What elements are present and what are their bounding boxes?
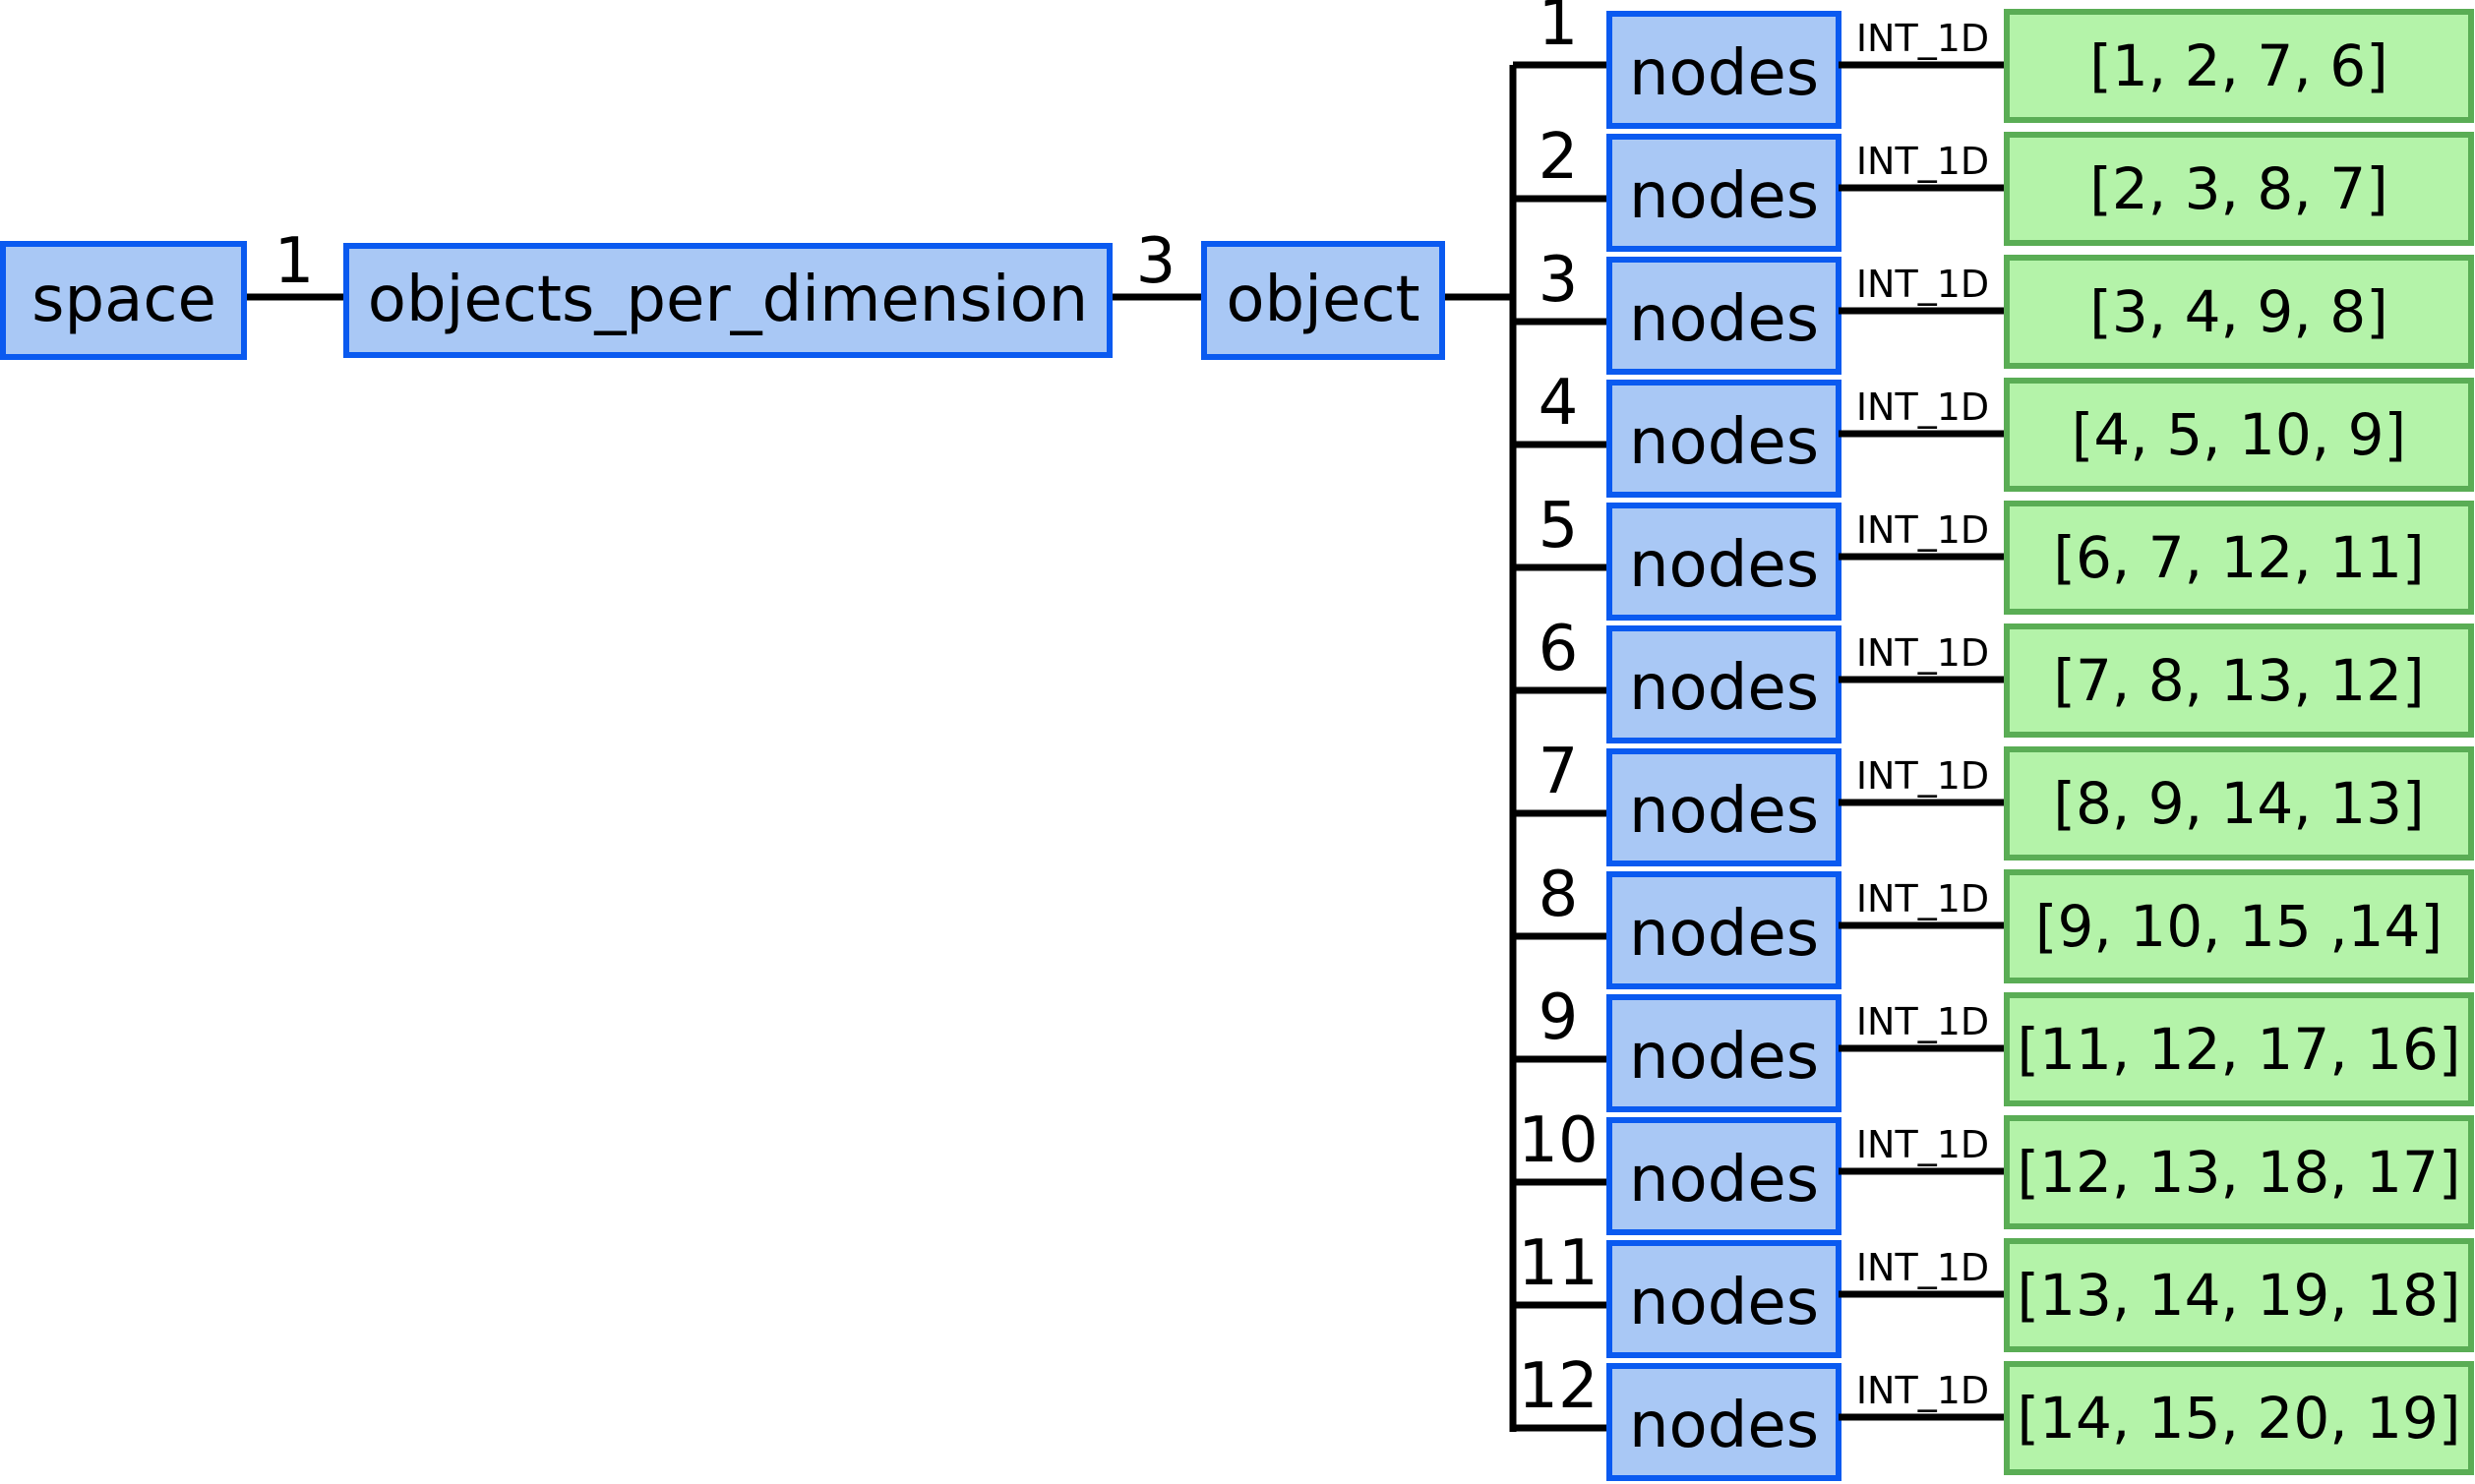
nodes-box xyxy=(1606,11,1841,129)
nodes-label: nodes xyxy=(1629,775,1819,848)
nodes-box xyxy=(1606,134,1841,252)
nodes-label: nodes xyxy=(1629,1021,1819,1094)
value-box xyxy=(2004,255,2474,369)
nodes-row: 7 nodes INT_1D [8, 9, 14, 13] xyxy=(1513,736,2474,866)
value-box xyxy=(2004,1361,2474,1475)
value-label: [9, 10, 15 ,14] xyxy=(2035,893,2443,960)
object-node: object xyxy=(1201,241,1445,360)
branch-index-label: 12 xyxy=(1518,1350,1598,1423)
value-box xyxy=(2004,623,2474,738)
nodes-box xyxy=(1606,994,1841,1112)
value-box xyxy=(2004,9,2474,123)
value-label: [11, 12, 17, 16] xyxy=(2017,1016,2460,1083)
nodes-row: 2 nodes INT_1D [2, 3, 8, 7] xyxy=(1513,121,2474,252)
type-label: INT_1D xyxy=(1856,1246,1989,1289)
nodes-label: nodes xyxy=(1629,1267,1819,1339)
nodes-box xyxy=(1606,748,1841,866)
edge-label-opd: 1 xyxy=(274,225,315,298)
edge-label-object: 3 xyxy=(1136,225,1177,298)
nodes-row: 8 nodes INT_1D [9, 10, 15 ,14] xyxy=(1513,859,2474,989)
nodes-row: 5 nodes INT_1D [6, 7, 12, 11] xyxy=(1513,490,2474,621)
nodes-box xyxy=(1606,257,1841,375)
type-label: INT_1D xyxy=(1856,754,1989,798)
nodes-row: 12 nodes INT_1D [14, 15, 20, 19] xyxy=(1513,1350,2474,1481)
value-label: [8, 9, 14, 13] xyxy=(2053,770,2424,837)
nodes-label: nodes xyxy=(1629,898,1819,971)
nodes-box xyxy=(1606,871,1841,989)
branch-index-label: 11 xyxy=(1518,1227,1598,1300)
nodes-box xyxy=(1606,503,1841,621)
branch-index-label: 1 xyxy=(1539,0,1579,60)
nodes-row: 1 nodes INT_1D [1, 2, 7, 6] xyxy=(1513,0,2474,129)
value-box xyxy=(2004,1115,2474,1229)
branch-index-label: 5 xyxy=(1539,490,1579,563)
nodes-box xyxy=(1606,625,1841,743)
type-label: INT_1D xyxy=(1856,631,1989,675)
branch-index-label: 6 xyxy=(1539,613,1579,685)
value-label: [4, 5, 10, 9] xyxy=(2072,401,2406,468)
type-label: INT_1D xyxy=(1856,877,1989,920)
branch-index-label: 3 xyxy=(1539,244,1579,317)
branch-index-label: 7 xyxy=(1539,736,1579,808)
type-label: INT_1D xyxy=(1856,386,1989,429)
type-label: INT_1D xyxy=(1856,140,1989,183)
value-label: [6, 7, 12, 11] xyxy=(2053,524,2424,591)
nodes-box xyxy=(1606,1117,1841,1235)
branch-index-label: 9 xyxy=(1539,981,1579,1054)
value-box xyxy=(2004,992,2474,1106)
nodes-label: nodes xyxy=(1629,406,1819,479)
branch-index-label: 2 xyxy=(1539,121,1579,194)
value-box xyxy=(2004,378,2474,492)
value-label: [2, 3, 8, 7] xyxy=(2089,155,2387,222)
branch-index-label: 10 xyxy=(1518,1104,1598,1177)
nodes-label: nodes xyxy=(1629,160,1819,233)
value-label: [13, 14, 19, 18] xyxy=(2017,1262,2460,1329)
value-box xyxy=(2004,132,2474,246)
type-label: INT_1D xyxy=(1856,1000,1989,1043)
nodes-label: nodes xyxy=(1629,283,1819,356)
object-label: object xyxy=(1226,264,1419,336)
nodes-row: 6 nodes INT_1D [7, 8, 13, 12] xyxy=(1513,613,2474,743)
space-label: space xyxy=(31,264,216,336)
branch-index-label: 4 xyxy=(1539,367,1579,440)
type-label: INT_1D xyxy=(1856,508,1989,552)
nodes-label: nodes xyxy=(1629,1144,1819,1217)
value-label: [7, 8, 13, 12] xyxy=(2053,647,2424,714)
type-label: INT_1D xyxy=(1856,1123,1989,1166)
nodes-box xyxy=(1606,1363,1841,1481)
nodes-row: 3 nodes INT_1D [3, 4, 9, 8] xyxy=(1513,244,2474,375)
nodes-row: 9 nodes INT_1D [11, 12, 17, 16] xyxy=(1513,981,2474,1112)
value-box xyxy=(2004,869,2474,983)
value-label: [14, 15, 20, 19] xyxy=(2017,1385,2460,1452)
nodes-label: nodes xyxy=(1629,37,1819,110)
nodes-row: 11 nodes INT_1D [13, 14, 19, 18] xyxy=(1513,1227,2474,1358)
space-node: space xyxy=(0,241,247,360)
branch-index-label: 8 xyxy=(1539,859,1579,931)
value-box xyxy=(2004,1238,2474,1352)
value-label: [1, 2, 7, 6] xyxy=(2089,32,2387,99)
value-box xyxy=(2004,501,2474,615)
objects-per-dimension-label: objects_per_dimension xyxy=(368,264,1088,336)
type-label: INT_1D xyxy=(1856,17,1989,60)
nodes-label: nodes xyxy=(1629,1390,1819,1462)
nodes-row: 10 nodes INT_1D [12, 13, 18, 17] xyxy=(1513,1104,2474,1235)
nodes-box xyxy=(1606,1240,1841,1358)
nodes-box xyxy=(1606,380,1841,498)
value-label: [3, 4, 9, 8] xyxy=(2089,278,2387,345)
objects-per-dimension-node: objects_per_dimension xyxy=(343,243,1113,358)
type-label: INT_1D xyxy=(1856,263,1989,306)
value-label: [12, 13, 18, 17] xyxy=(2017,1139,2460,1206)
value-box xyxy=(2004,746,2474,861)
type-label: INT_1D xyxy=(1856,1369,1989,1412)
nodes-label: nodes xyxy=(1629,529,1819,602)
nodes-label: nodes xyxy=(1629,652,1819,725)
nodes-row: 4 nodes INT_1D [4, 5, 10, 9] xyxy=(1513,367,2474,498)
